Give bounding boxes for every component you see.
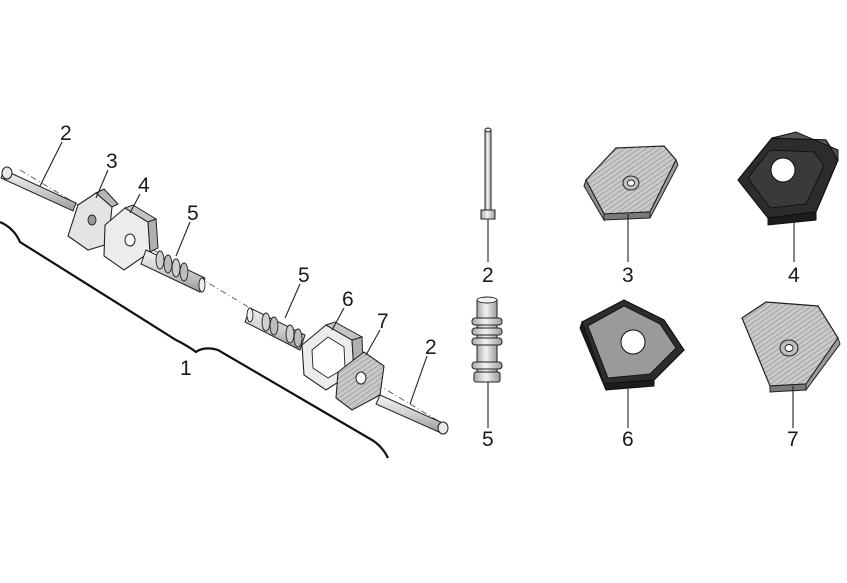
bolt-right xyxy=(375,394,449,435)
detail-block-6: 6 xyxy=(579,299,685,451)
assembly-brace xyxy=(0,220,389,459)
part-details: 2 3 4 xyxy=(471,127,841,451)
block-left xyxy=(103,204,159,271)
fitting-upper xyxy=(140,249,206,293)
leader-bolt-left xyxy=(39,141,63,187)
detail-block-4: 4 xyxy=(737,131,839,287)
callout-bolt-right: 2 xyxy=(425,336,437,359)
leader-bolt-right xyxy=(409,355,428,405)
callout-detail-plate-7: 7 xyxy=(787,428,799,451)
callout-detail-fitting: 5 xyxy=(482,428,494,451)
callout-bolt-left: 2 xyxy=(60,122,72,145)
plate-left xyxy=(67,188,119,251)
detail-plate-7: 7 xyxy=(741,301,841,451)
fitting-lower xyxy=(244,307,306,351)
callout-fitting-lower: 5 xyxy=(298,264,310,287)
callout-detail-plate-3: 3 xyxy=(622,264,634,287)
callout-detail-bolt: 2 xyxy=(482,264,494,287)
leader-plate-left xyxy=(95,169,109,199)
bolt-left xyxy=(0,166,77,212)
callout-block-right: 6 xyxy=(342,288,354,311)
leader-plate-right xyxy=(365,329,381,356)
leader-fitting-upper xyxy=(175,221,191,257)
callout-detail-block-6: 6 xyxy=(622,428,634,451)
leader-block-left xyxy=(129,193,141,214)
detail-fitting: 5 xyxy=(471,296,503,451)
detail-plate-3: 3 xyxy=(583,145,679,287)
leader-block-right xyxy=(331,307,345,331)
exploded-assembly: 1 2 3 4 5 5 6 7 2 xyxy=(0,122,449,459)
callout-detail-block-4: 4 xyxy=(788,264,800,287)
callout-plate-right: 7 xyxy=(377,310,389,333)
leader-fitting-lower xyxy=(284,283,301,319)
detail-bolt: 2 xyxy=(480,127,496,287)
callout-fitting-upper: 5 xyxy=(187,202,199,225)
callout-plate-left: 3 xyxy=(106,150,118,173)
callout-assembly: 1 xyxy=(180,357,192,380)
callout-block-left: 4 xyxy=(138,174,150,197)
